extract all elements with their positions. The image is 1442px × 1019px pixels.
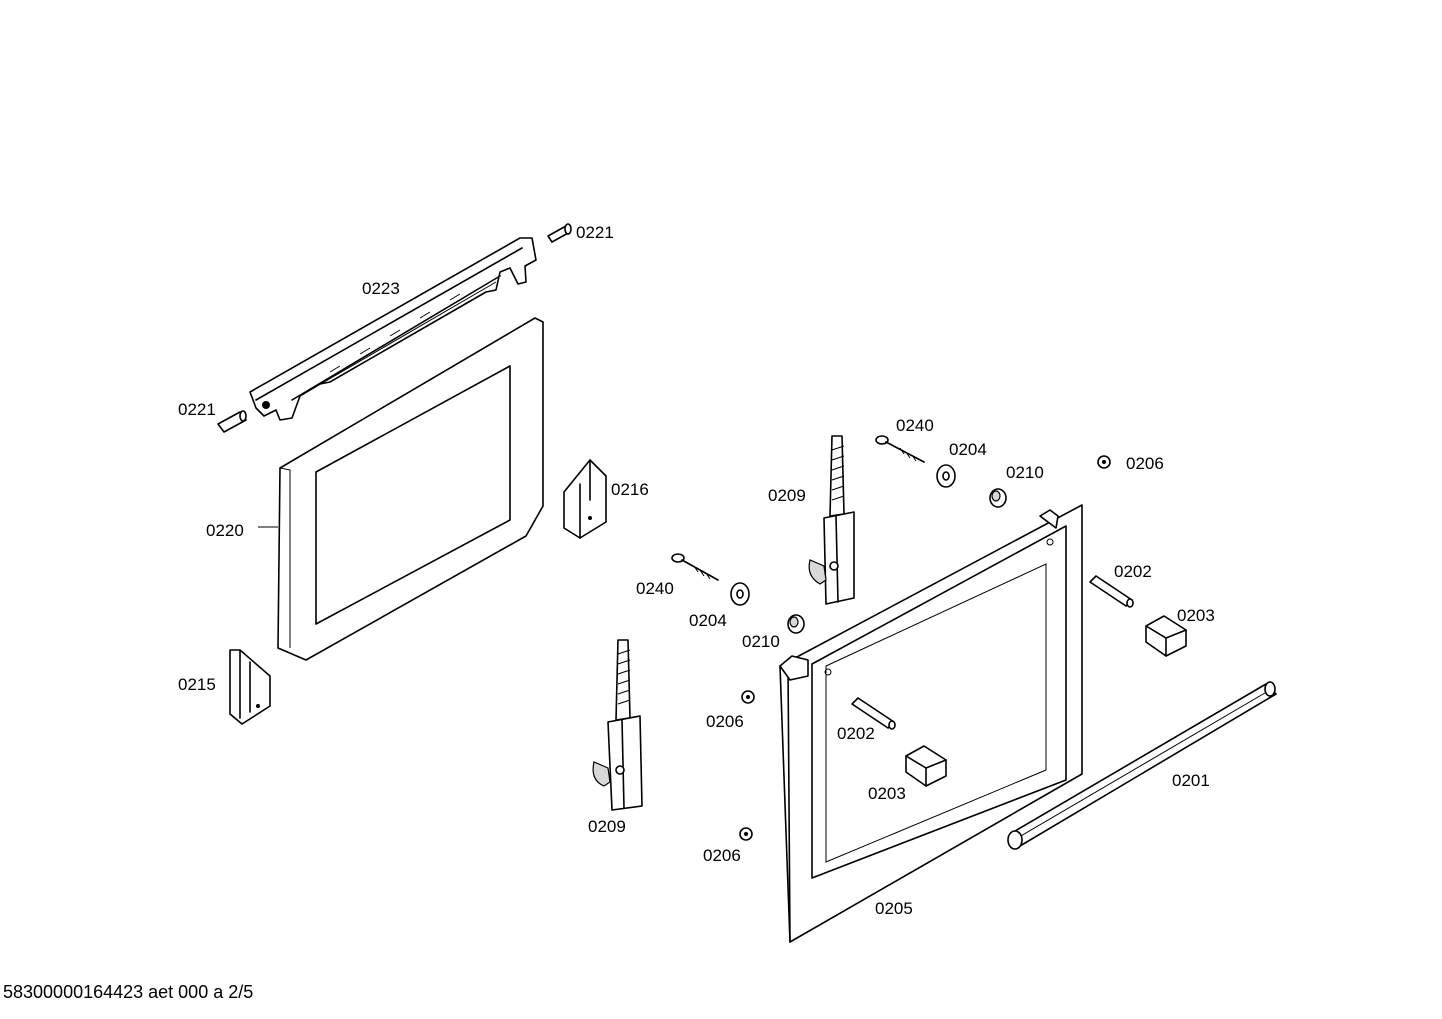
- part-0202-pin-right: [1089, 575, 1134, 608]
- label-0210-lower: 0210: [742, 632, 780, 651]
- part-0203-block-right: [1145, 615, 1187, 657]
- part-0206-clip-bottom: [739, 827, 753, 841]
- label-0204-upper: 0204: [949, 440, 987, 459]
- label-0206-top: 0206: [1126, 454, 1164, 473]
- label-0206-mid: 0206: [706, 712, 744, 731]
- label-0202-right: 0202: [1114, 562, 1152, 581]
- part-0204-washer-lower: [730, 582, 750, 606]
- part-0240-bolt-upper: [875, 435, 925, 463]
- part-0203-block-center: [905, 745, 947, 787]
- part-0204-washer-upper: [936, 464, 956, 488]
- label-0215: 0215: [178, 675, 216, 694]
- label-0221-top: 0221: [576, 223, 614, 242]
- label-0209-upper: 0209: [768, 486, 806, 505]
- part-0209-hinge-upper: [808, 435, 855, 605]
- part-0206-clip-top: [1097, 455, 1111, 469]
- drawing-reference-footer: 58300000164423 aet 000 a 2/5: [3, 982, 254, 1002]
- label-0206-bottom: 0206: [703, 846, 741, 865]
- label-0240-upper: 0240: [896, 416, 934, 435]
- label-0204-lower: 0204: [689, 611, 727, 630]
- label-0210-upper: 0210: [1006, 463, 1044, 482]
- part-0221-pin-top: [547, 223, 572, 243]
- part-0210-nut-lower: [787, 614, 805, 634]
- label-0203-right: 0203: [1177, 606, 1215, 625]
- label-0205: 0205: [875, 899, 913, 918]
- part-0205-outer-door: [779, 504, 1083, 943]
- label-0223: 0223: [362, 279, 400, 298]
- label-0240-lower: 0240: [636, 579, 674, 598]
- part-0209-hinge-lower: [592, 639, 643, 811]
- part-0215-bracket: [229, 649, 271, 725]
- label-0216: 0216: [611, 480, 649, 499]
- label-0203-center: 0203: [868, 784, 906, 803]
- part-0201-handle-bar: [1007, 681, 1277, 850]
- part-0216-bracket: [563, 459, 607, 539]
- part-0223-top-rail: [249, 237, 537, 421]
- label-0202-center: 0202: [837, 724, 875, 743]
- part-0202-pin-center: [851, 697, 896, 730]
- label-0201: 0201: [1172, 771, 1210, 790]
- label-0209-lower: 0209: [588, 817, 626, 836]
- label-0220: 0220: [206, 521, 244, 540]
- part-0210-nut-upper: [989, 488, 1007, 508]
- part-0240-bolt-lower: [671, 553, 719, 581]
- part-0221-pin-left: [217, 410, 247, 433]
- part-0220-inner-glass: [258, 317, 544, 661]
- label-0221-left: 0221: [178, 400, 216, 419]
- part-0206-clip-mid: [741, 690, 755, 704]
